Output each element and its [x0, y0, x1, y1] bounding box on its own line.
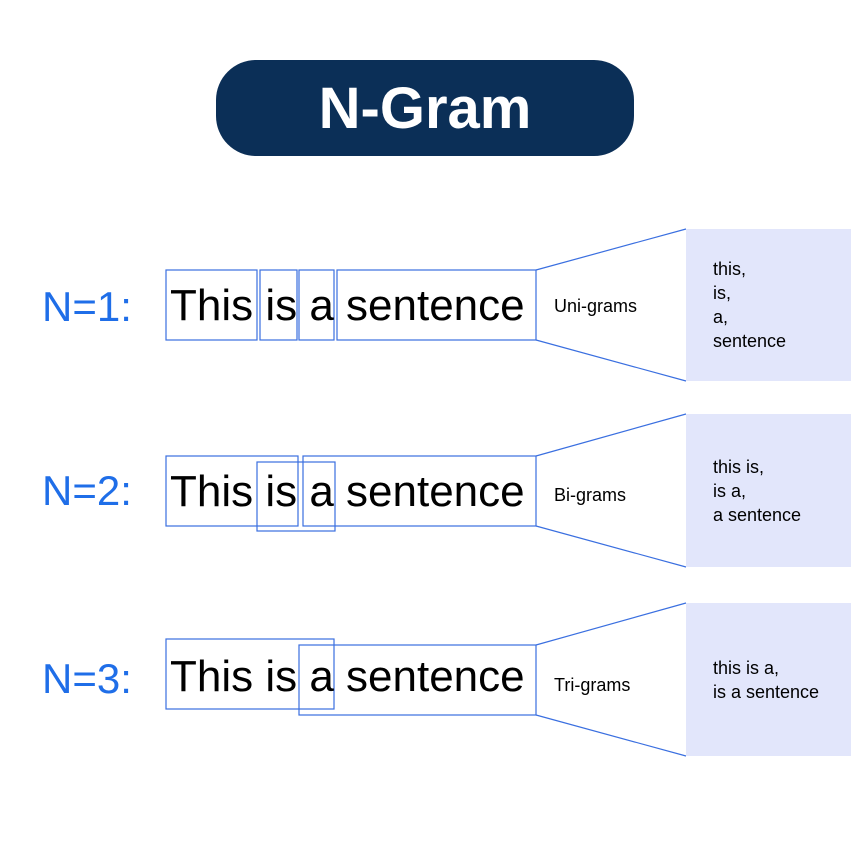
- sentence-row-1: This is a sentence: [170, 281, 525, 330]
- result-item: this,: [713, 259, 747, 279]
- row2-funnel-top: [535, 413, 687, 457]
- result-panel-3: this is a, is a sentence: [686, 603, 851, 756]
- result-panel-2: this is, is a, a sentence: [686, 414, 851, 567]
- row1-funnel-top: [535, 228, 687, 271]
- result-item: this is,: [713, 456, 765, 477]
- n-label-1: N=1:: [42, 283, 132, 330]
- row2-funnel-bottom: [535, 525, 687, 568]
- n-label-3: N=3:: [42, 655, 132, 702]
- row3-funnel-bottom: [535, 714, 687, 757]
- gram-label-1: Uni-grams: [554, 296, 638, 316]
- row1-funnel-bottom: [535, 339, 687, 382]
- result-item: this is a,: [713, 657, 780, 678]
- result-item: sentence: [713, 331, 787, 351]
- result-item: a sentence: [713, 504, 802, 525]
- sentence-row-3: This is a sentence: [170, 652, 525, 701]
- page-title: N-Gram: [318, 75, 532, 141]
- result-item: a,: [713, 307, 729, 327]
- result-panel-1: this, is, a, sentence: [686, 229, 851, 381]
- row3-funnel-top: [535, 602, 687, 646]
- gram-label-3: Tri-grams: [554, 675, 631, 695]
- result-item: is,: [713, 283, 731, 303]
- sentence-row-2: This is a sentence: [170, 467, 525, 516]
- title-banner: N-Gram: [216, 60, 634, 156]
- gram-label-2: Bi-grams: [554, 485, 627, 505]
- result-item: is a sentence: [713, 681, 820, 702]
- n-label-2: N=2:: [42, 467, 132, 514]
- result-item: is a,: [713, 480, 747, 501]
